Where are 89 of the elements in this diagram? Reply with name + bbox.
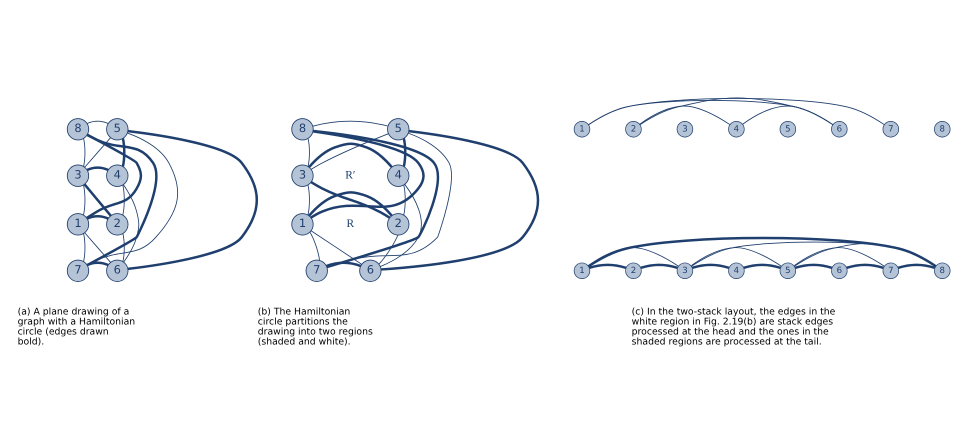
- node-circle: 6: [830, 262, 848, 280]
- connector: [897, 264, 935, 270]
- node-circle: 1: [573, 262, 590, 280]
- node-circle: 3: [66, 164, 89, 187]
- connector: [84, 137, 110, 168]
- connector: [121, 138, 126, 166]
- connector: [86, 134, 142, 220]
- connector: [325, 262, 361, 268]
- connector: [86, 134, 157, 266]
- connector: [794, 264, 832, 270]
- label: (c) In the two-stack layout, the edges in the white region in Fig. 2.19(b) are stack edges processed at the head and the ones in the shaded regions are processed at the tail.: [631, 306, 835, 348]
- node-circle: 3: [676, 121, 693, 138]
- node-circle: 8: [934, 262, 950, 280]
- node-circle: 7: [882, 262, 899, 280]
- node-circle: 7: [66, 260, 89, 282]
- connector: [690, 242, 936, 267]
- node-circle: 2: [624, 262, 642, 280]
- connector: [639, 97, 833, 126]
- connector: [793, 242, 936, 267]
- connector: [308, 191, 392, 216]
- connector: [308, 142, 392, 168]
- label: (a) A plane drawing of a graph with a Hamiltonian circle (edges drawn bold).: [17, 306, 135, 348]
- node-circle: 8: [290, 118, 314, 140]
- connector: [640, 264, 678, 270]
- node-circle: 1: [573, 121, 590, 138]
- label: R′: [344, 169, 355, 182]
- connector: [83, 184, 112, 217]
- connector: [122, 233, 124, 262]
- connector: [122, 184, 124, 216]
- node-circle: 5: [386, 118, 409, 140]
- connector: [588, 98, 884, 126]
- node-circle: 1: [290, 213, 314, 236]
- label: (b) The Hamiltonian circle partitions the drawing into two regions (shaded and white).: [257, 306, 372, 348]
- connector: [127, 130, 258, 270]
- connector: [307, 138, 310, 167]
- connector: [82, 138, 85, 167]
- connector: [84, 232, 110, 263]
- connector: [379, 184, 422, 267]
- connector: [307, 184, 310, 216]
- connector: [310, 130, 424, 219]
- connector: [86, 120, 108, 124]
- connector: [309, 232, 320, 261]
- node-circle: 8: [66, 118, 89, 140]
- connector: [742, 106, 833, 125]
- connector: [742, 264, 780, 270]
- node-circle: 8: [934, 121, 950, 138]
- connector: [310, 181, 390, 219]
- label: R: [346, 218, 354, 230]
- node-circle: 6: [830, 121, 848, 138]
- node-circle: 5: [106, 118, 128, 140]
- connector: [402, 184, 406, 216]
- connector: [587, 236, 936, 268]
- connector: [82, 184, 85, 216]
- node-circle: 6: [358, 260, 382, 282]
- connector: [378, 234, 398, 265]
- node-circle: 5: [779, 121, 796, 138]
- node-circle: 4: [106, 164, 128, 187]
- connector: [310, 133, 388, 170]
- node-circle: 4: [728, 121, 744, 138]
- node-circle: 7: [305, 260, 328, 282]
- connector: [692, 264, 729, 270]
- connector: [638, 106, 730, 125]
- node-circle: 4: [386, 164, 409, 187]
- node-circle: 3: [676, 262, 693, 280]
- node-circle: 4: [728, 262, 744, 280]
- connector: [588, 264, 626, 270]
- node-circle: 2: [106, 213, 128, 236]
- connector: [312, 130, 438, 268]
- connector: [312, 120, 388, 127]
- connector: [690, 247, 782, 267]
- node-circle: 6: [106, 260, 128, 282]
- connector: [402, 138, 406, 166]
- connector: [793, 247, 884, 267]
- node-circle: 2: [386, 213, 409, 236]
- connector: [82, 233, 85, 262]
- connector: [86, 132, 178, 266]
- node-circle: 3: [290, 164, 314, 187]
- node-circle: 1: [66, 213, 89, 236]
- node-circle: 2: [624, 121, 642, 138]
- connector: [86, 262, 108, 266]
- node-circle: 5: [779, 262, 796, 280]
- connector: [122, 184, 139, 262]
- connector: [326, 132, 452, 268]
- node-circle: 7: [882, 121, 899, 138]
- connector: [846, 264, 884, 270]
- connector: [86, 215, 108, 220]
- connector: [86, 166, 108, 172]
- connector: [380, 130, 539, 271]
- connector: [310, 230, 362, 265]
